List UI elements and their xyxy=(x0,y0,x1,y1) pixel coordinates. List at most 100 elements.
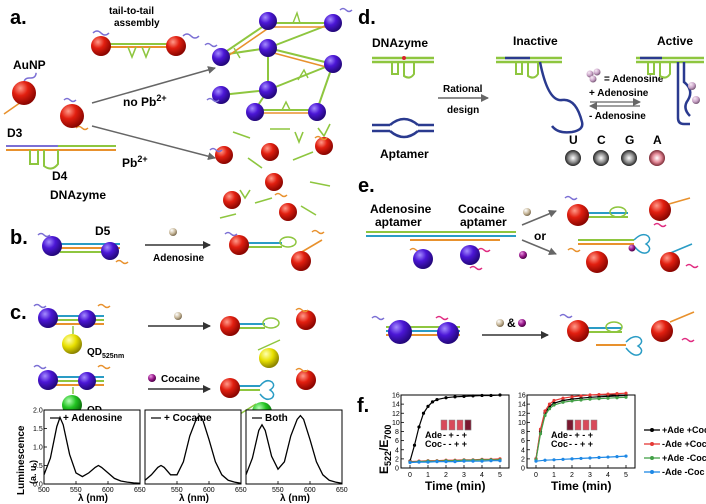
lum-x-tick-label: 650 xyxy=(336,487,348,494)
lum-series-line xyxy=(245,414,343,484)
qd525-label: QD525nm xyxy=(87,347,124,360)
time-series-point xyxy=(588,393,592,397)
time-series-point xyxy=(421,411,426,415)
time-series-point xyxy=(552,403,556,407)
d-aptamer-label: Aptamer xyxy=(380,147,429,161)
time-plot-frame xyxy=(400,394,510,469)
lum-xlabel: λ (nm) xyxy=(179,493,209,504)
gold-nanoparticle xyxy=(215,146,233,164)
tail-to-tail-pair xyxy=(91,30,200,60)
dual-aptamer-assembly xyxy=(366,231,516,271)
gold-nanoparticle xyxy=(259,12,277,30)
time-y-tick-label: 6 xyxy=(521,438,525,445)
arrow-e-cocaine xyxy=(521,239,557,256)
lum-series-line xyxy=(144,414,242,484)
time-x-tick-label: 4 xyxy=(606,472,610,479)
time-series-point xyxy=(538,432,543,436)
lum-x-tick-label: 550 xyxy=(171,487,183,494)
inset-ade-label: Ade xyxy=(425,430,442,440)
panel-c-label: c. xyxy=(10,302,27,324)
time-series-point xyxy=(624,391,628,395)
d3-d4-dnazyme: D3 D4 DNAzyme xyxy=(6,126,116,202)
time-series-point xyxy=(480,459,484,463)
time-series-point xyxy=(417,460,421,464)
free-aunp-group xyxy=(3,72,89,131)
time-series-point xyxy=(588,456,592,460)
time-series-point xyxy=(480,393,484,398)
time-series-point xyxy=(543,413,547,418)
time-x-tick-label: 1 xyxy=(426,472,430,479)
time-series-point xyxy=(412,443,417,447)
adenosine-aptamer-label-1: Adenosine xyxy=(370,202,432,216)
time-series-point xyxy=(570,395,574,399)
legend-swatch-dot xyxy=(650,456,654,460)
inactive-label: Inactive xyxy=(513,34,558,48)
time-y-tick-label: 16 xyxy=(518,393,526,400)
inset-coc-signs: - - + + xyxy=(443,439,467,449)
panel-c: c. QD525nm xyxy=(10,302,348,504)
arrow-pb xyxy=(91,125,216,161)
adenosine-molecule xyxy=(174,312,182,320)
adenosine-molecule xyxy=(496,319,504,327)
time-y-tick-label: 0 xyxy=(395,466,399,473)
time-y-tick-label: 6 xyxy=(395,438,399,445)
eq-adenosine-label: = Adenosine xyxy=(604,74,664,85)
legend-label: -Ade -Coc xyxy=(662,467,705,477)
f-legend: +Ade +Coc-Ade +Coc+Ade -Coc-Ade -Coc xyxy=(644,425,706,477)
dispersed-particles xyxy=(209,123,333,221)
lum-x-tick-label: 500 xyxy=(38,487,50,494)
panel-f-label: f. xyxy=(357,395,369,417)
time-y-tick-label: 12 xyxy=(518,411,526,418)
nucleotide-spot-label: G xyxy=(625,133,634,147)
time-series-point xyxy=(624,454,628,458)
time-series-point xyxy=(543,458,547,462)
time-series-point xyxy=(444,460,448,464)
lum-y-tick-label: 2.0 xyxy=(33,408,43,415)
nucleotide-spot xyxy=(593,150,609,166)
time-y-tick-label: 10 xyxy=(392,420,400,427)
time-y-tick-label: 16 xyxy=(392,393,400,400)
lum-y-tick-label: 0.0 xyxy=(33,482,43,489)
time-y-tick-label: 2 xyxy=(395,456,399,463)
gold-nanoparticle xyxy=(567,320,589,342)
time-series-point xyxy=(615,392,619,396)
nucleotide-spot-label: C xyxy=(597,133,606,147)
gold-nanoparticle xyxy=(460,245,480,265)
time-xlabel: Time (min) xyxy=(425,479,485,493)
time-x-tick-label: 4 xyxy=(480,472,484,479)
time-series-point xyxy=(417,425,421,429)
lum-xlabel: λ (nm) xyxy=(280,493,310,504)
gold-nanoparticle xyxy=(166,36,186,56)
time-series-point xyxy=(471,394,475,398)
time-series-point xyxy=(597,455,601,460)
d-dnazyme-label: DNAzyme xyxy=(372,36,428,50)
lum-y-tick-label: 0.5 xyxy=(33,463,43,470)
inset-tube xyxy=(464,419,472,431)
gold-nanoparticle xyxy=(78,310,96,328)
minus-adenosine-label: - Adenosine xyxy=(589,111,646,122)
time-y-tick-label: 8 xyxy=(521,429,525,436)
cocaine-aptamer-label-1: Cocaine xyxy=(458,202,505,216)
gold-nanoparticle xyxy=(324,14,342,32)
inset-ade-signs: - + - + xyxy=(443,430,467,440)
lum-y-tick-label: 1.0 xyxy=(33,445,43,452)
time-series-point xyxy=(498,393,502,397)
time-x-tick-label: 3 xyxy=(462,472,466,479)
gold-nanoparticle xyxy=(220,316,240,336)
gold-nanoparticle xyxy=(265,173,283,191)
e-cocaine-result xyxy=(567,233,699,273)
e-adenosine-result xyxy=(564,195,691,228)
d4-label: D4 xyxy=(52,169,68,183)
d5-label: D5 xyxy=(95,224,111,238)
cocaine-aptamer-label-2: aptamer xyxy=(460,215,507,229)
time-series-point xyxy=(489,459,493,463)
gold-nanoparticle xyxy=(296,310,316,330)
legend-swatch-dot xyxy=(650,442,654,446)
lum-plot-frame xyxy=(43,409,141,485)
cocaine-molecule xyxy=(519,251,527,259)
rational-label-1: Rational xyxy=(443,84,483,95)
panel-b-label: b. xyxy=(10,227,28,249)
adenosine-legend xyxy=(586,68,601,83)
time-xlabel: Time (min) xyxy=(551,479,611,493)
